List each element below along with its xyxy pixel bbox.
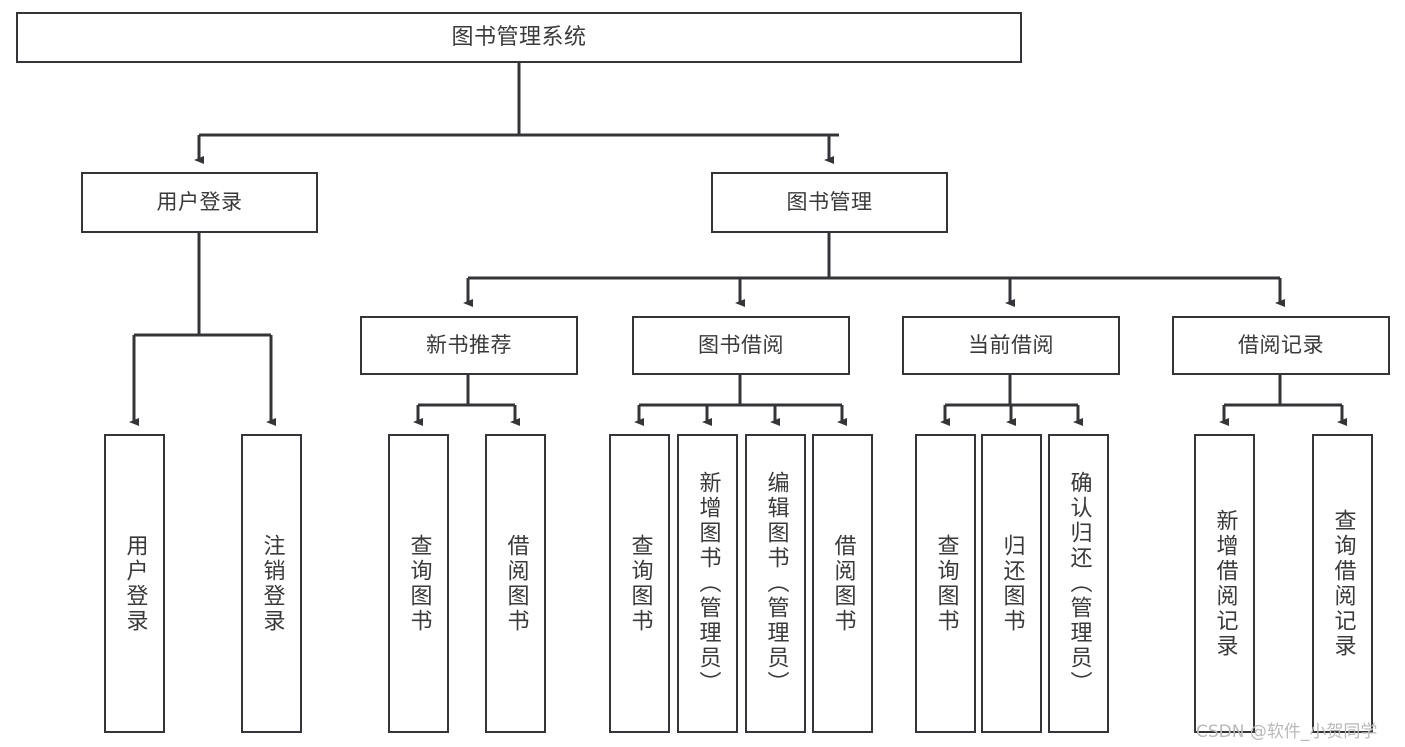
node-leaf-bookborrow-borrow[interactable]: 借阅图书 — [812, 434, 873, 733]
node-label: 用户登录 — [122, 533, 148, 634]
node-leaf-currentborrow-confirm[interactable]: 确认归还（管理员） — [1048, 434, 1109, 733]
node-leaf-bookborrow-add[interactable]: 新增图书（管理员） — [677, 434, 738, 733]
node-leaf-newbook-query[interactable]: 查询图书 — [388, 434, 449, 733]
node-label: 借阅图书 — [503, 533, 529, 634]
node-label: 图书管理系统 — [451, 24, 587, 50]
node-root-system[interactable]: 图书管理系统 — [16, 12, 1022, 63]
node-label: 查询图书 — [933, 533, 959, 634]
node-new-book-recommend[interactable]: 新书推荐 — [360, 316, 578, 375]
node-label: 借阅图书 — [830, 533, 856, 634]
node-leaf-currentborrow-return[interactable]: 归还图书 — [981, 434, 1042, 733]
node-current-borrow[interactable]: 当前借阅 — [902, 316, 1120, 375]
node-book-borrow[interactable]: 图书借阅 — [632, 316, 850, 375]
node-label: 查询图书 — [627, 533, 653, 634]
node-leaf-borrowrecord-add[interactable]: 新增借阅记录 — [1194, 434, 1255, 733]
node-leaf-user-login-signin[interactable]: 用户登录 — [104, 434, 165, 733]
node-label: 编辑图书（管理员） — [763, 471, 789, 696]
node-label: 查询借阅记录 — [1330, 508, 1356, 659]
node-leaf-bookborrow-edit[interactable]: 编辑图书（管理员） — [745, 434, 806, 733]
node-label: 注销登录 — [259, 533, 285, 634]
node-label: 新增借阅记录 — [1212, 508, 1238, 659]
node-leaf-currentborrow-query[interactable]: 查询图书 — [915, 434, 976, 733]
node-book-manage[interactable]: 图书管理 — [711, 172, 948, 233]
node-user-login[interactable]: 用户登录 — [81, 172, 318, 233]
node-label: 图书管理 — [786, 190, 873, 215]
node-label: 用户登录 — [156, 190, 243, 215]
node-label: 图书借阅 — [698, 333, 784, 358]
node-leaf-newbook-borrow[interactable]: 借阅图书 — [485, 434, 546, 733]
node-label: 新增图书（管理员） — [695, 471, 721, 696]
node-label: 借阅记录 — [1238, 333, 1324, 358]
node-borrow-record[interactable]: 借阅记录 — [1172, 316, 1390, 375]
watermark: CSDN @软件_小贺同学 — [1196, 722, 1378, 742]
node-leaf-borrowrecord-query[interactable]: 查询借阅记录 — [1312, 434, 1373, 733]
node-label: 确认归还（管理员） — [1066, 471, 1092, 696]
node-leaf-user-login-signout[interactable]: 注销登录 — [241, 434, 302, 733]
node-leaf-bookborrow-query[interactable]: 查询图书 — [609, 434, 670, 733]
node-label: 新书推荐 — [426, 333, 512, 358]
node-label: 查询图书 — [406, 533, 432, 634]
node-label: 当前借阅 — [968, 333, 1054, 358]
node-label: 归还图书 — [999, 533, 1025, 634]
